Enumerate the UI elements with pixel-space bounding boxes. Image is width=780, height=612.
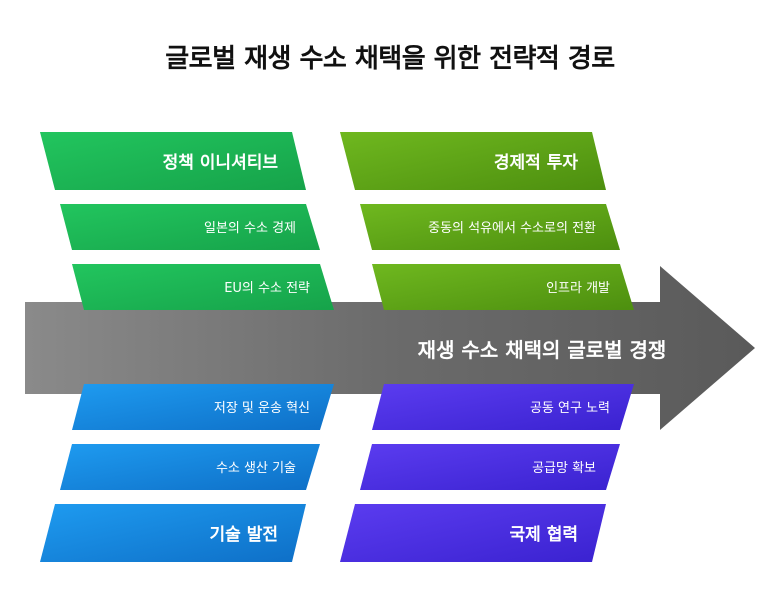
investment-item-1: 중동의 석유에서 수소로의 전환 bbox=[428, 221, 596, 236]
policy-item-2-shape bbox=[72, 264, 334, 310]
spine-label: 재생 수소 채택의 글로벌 경쟁 bbox=[418, 338, 667, 362]
technology-heading-shape bbox=[40, 504, 306, 562]
branch-technology: 저장 및 운송 혁신 수소 생산 기술 기술 발전 bbox=[40, 384, 334, 562]
page-title: 글로벌 재생 수소 채택을 위한 전략적 경로 bbox=[165, 44, 615, 74]
investment-item-2-shape bbox=[372, 264, 634, 310]
policy-heading-shape bbox=[40, 132, 306, 190]
branch-cooperation: 공동 연구 노력 공급망 확보 국제 협력 bbox=[340, 384, 634, 562]
technology-heading: 기술 발전 bbox=[210, 525, 278, 545]
investment-heading: 경제적 투자 bbox=[494, 153, 578, 173]
policy-item-2: EU의 수소 전략 bbox=[224, 281, 310, 296]
investment-item-2: 인프라 개발 bbox=[546, 281, 610, 296]
policy-heading: 정책 이니셔티브 bbox=[163, 153, 279, 173]
branch-policy: 정책 이니셔티브 일본의 수소 경제 EU의 수소 전략 bbox=[40, 132, 334, 310]
cooperation-heading-shape bbox=[340, 504, 606, 562]
investment-item-1-shape bbox=[360, 204, 620, 250]
cooperation-item-2: 공급망 확보 bbox=[532, 461, 596, 476]
cooperation-item-1: 공동 연구 노력 bbox=[530, 401, 610, 416]
investment-heading-shape bbox=[340, 132, 606, 190]
policy-item-1-shape bbox=[60, 204, 320, 250]
policy-item-1: 일본의 수소 경제 bbox=[204, 221, 296, 236]
cooperation-item-1-shape bbox=[372, 384, 634, 430]
branch-investment: 경제적 투자 중동의 석유에서 수소로의 전환 인프라 개발 bbox=[340, 132, 634, 310]
cooperation-heading: 국제 협력 bbox=[510, 524, 578, 545]
cooperation-item-2-shape bbox=[360, 444, 620, 490]
technology-item-2: 수소 생산 기술 bbox=[216, 461, 296, 476]
technology-item-2-shape bbox=[60, 444, 320, 490]
technology-item-1: 저장 및 운송 혁신 bbox=[214, 401, 310, 416]
technology-item-1-shape bbox=[72, 384, 334, 430]
